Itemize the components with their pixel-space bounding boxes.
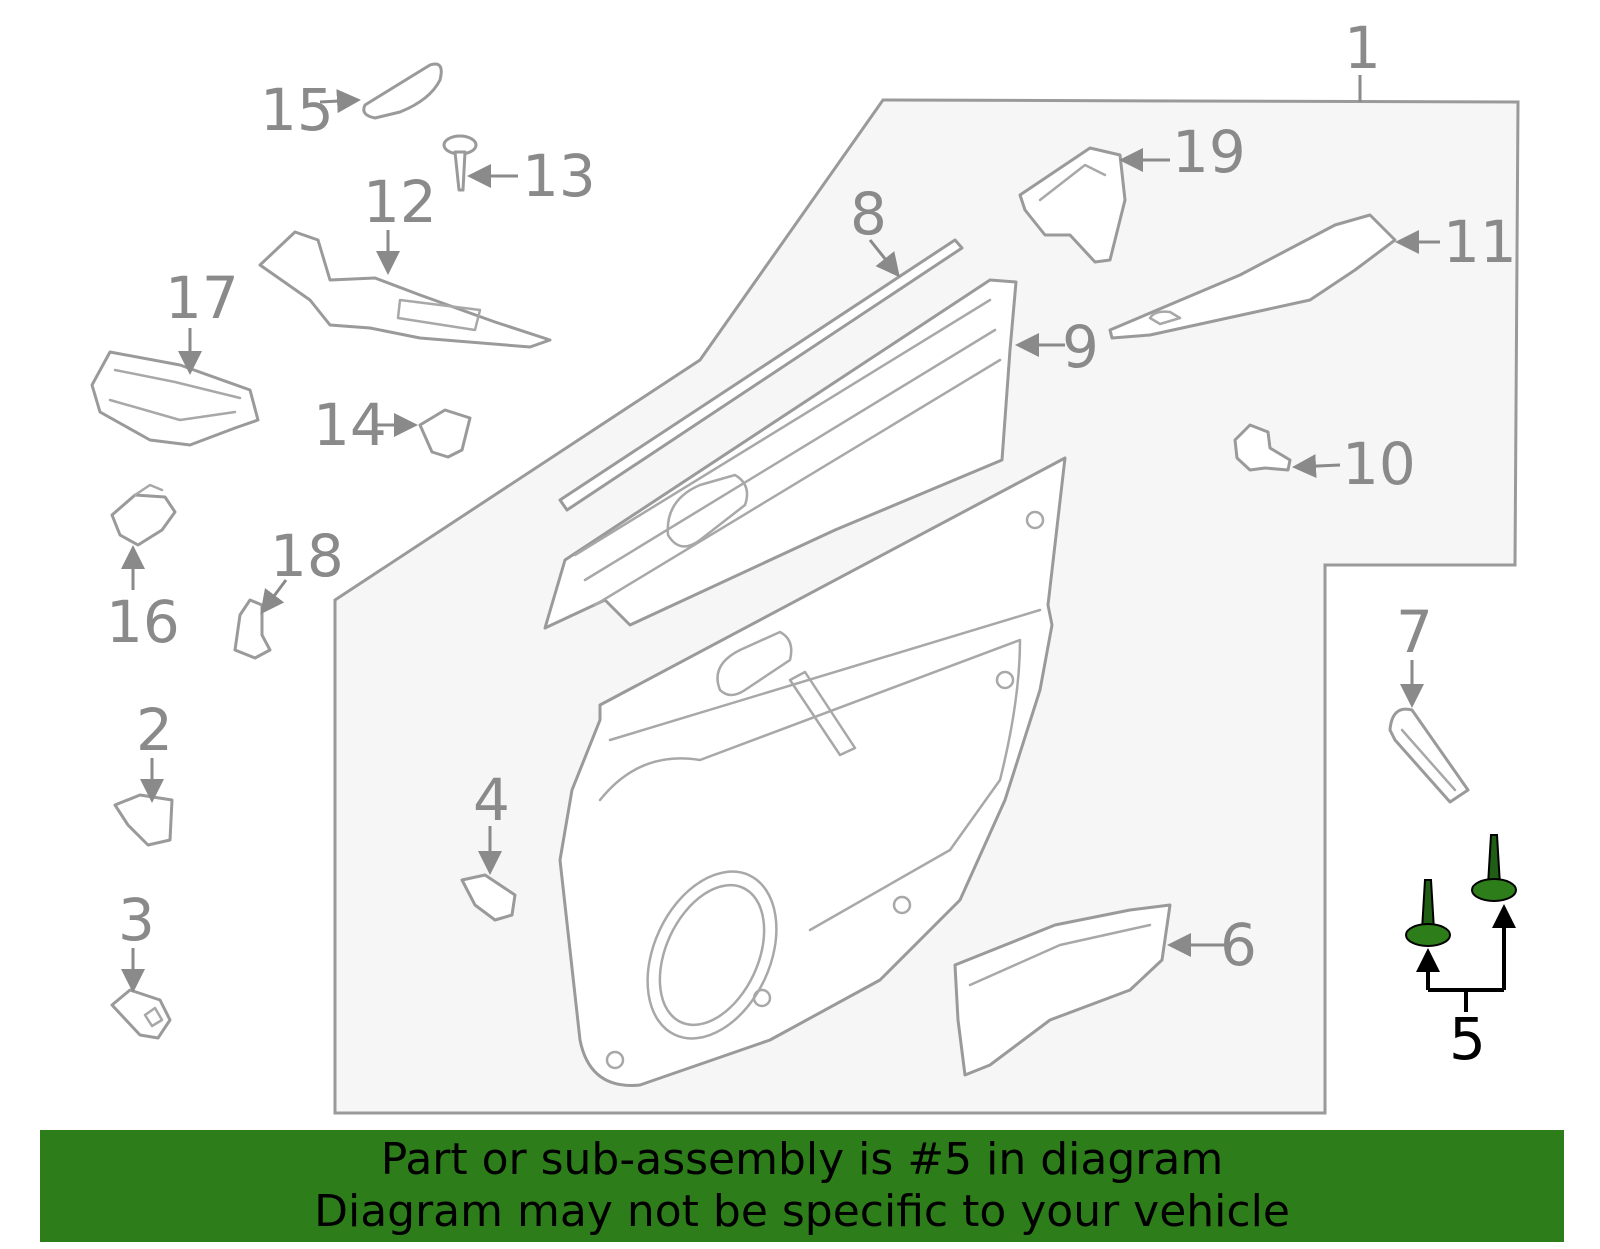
callout-1: 1 (1344, 14, 1381, 82)
notice-banner: Part or sub-assembly is #5 in diagram Di… (40, 1130, 1564, 1242)
callout-labels: 1 15 13 19 12 8 11 17 9 14 10 18 16 7 2 … (106, 14, 1517, 1073)
callout-12: 12 (363, 168, 437, 236)
part-6-door-pocket (953, 903, 1172, 1077)
callout-8: 8 (850, 180, 887, 248)
part-8-weatherstrip (558, 238, 964, 512)
part-19-handle-bracket (1018, 146, 1127, 264)
callout-2: 2 (136, 696, 173, 764)
screw-left (1405, 879, 1451, 947)
callout-18: 18 (270, 522, 344, 590)
callout-11: 11 (1443, 208, 1517, 276)
screw-right (1471, 834, 1517, 902)
part-13-screw (442, 134, 478, 192)
callout-16: 16 (106, 588, 180, 656)
banner-line-2: Diagram may not be specific to your vehi… (314, 1186, 1290, 1237)
part-17-window-switch (90, 350, 260, 447)
part-11-armrest-trim (1108, 213, 1397, 340)
part-12-switch-bezel (258, 230, 552, 349)
part-3-grommet (110, 988, 172, 1040)
callout-10: 10 (1342, 430, 1416, 498)
part-2-clip (113, 793, 174, 847)
part-18-pin (233, 598, 272, 660)
leader-5 (1416, 904, 1516, 1012)
banner-line-1: Part or sub-assembly is #5 in diagram (380, 1134, 1224, 1185)
callout-6: 6 (1220, 911, 1257, 979)
callout-13: 13 (522, 142, 596, 210)
callout-14: 14 (313, 391, 387, 459)
leader-lines (121, 75, 1440, 993)
part-4-trim-clip (460, 873, 517, 922)
callout-9: 9 (1062, 313, 1099, 381)
door-trim-panel (558, 456, 1067, 1087)
part-16-clip (110, 483, 177, 547)
part-10-clip (1233, 423, 1292, 472)
callout-7: 7 (1396, 598, 1433, 666)
callout-17: 17 (165, 264, 239, 332)
part-7-trim-cover (1388, 707, 1470, 804)
callout-19: 19 (1172, 118, 1246, 186)
callout-15: 15 (260, 76, 334, 144)
callout-5: 5 (1449, 1005, 1486, 1073)
callout-4: 4 (473, 766, 510, 834)
part-14-nut (418, 408, 472, 459)
callout-3: 3 (118, 886, 155, 954)
part-5-screws (1405, 834, 1517, 947)
part-15-cap (362, 62, 443, 120)
part-9-upper-trim (543, 278, 1018, 630)
